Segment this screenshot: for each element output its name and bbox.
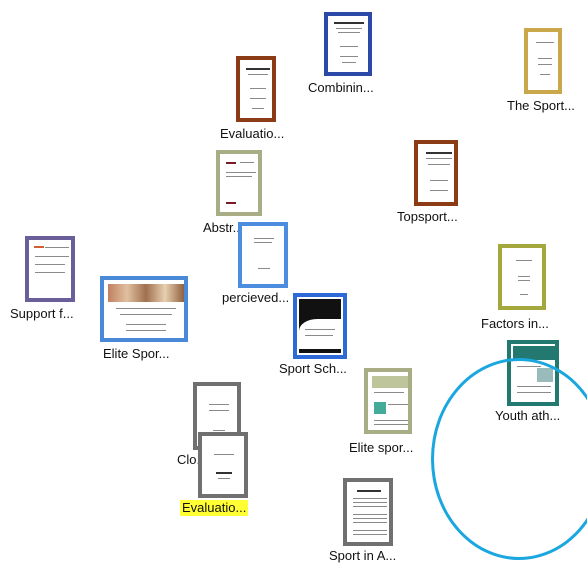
document-label[interactable]: Factors in...: [481, 316, 549, 331]
document-topsport[interactable]: Topsport...: [390, 140, 490, 230]
document-label[interactable]: Sport Sch...: [279, 361, 347, 376]
document-label[interactable]: The Sport...: [507, 98, 575, 113]
document-support[interactable]: Support f...: [8, 236, 88, 326]
document-combining[interactable]: Combinin...: [300, 10, 400, 100]
document-elite-spor-lower[interactable]: Elite spor...: [346, 368, 436, 458]
document-thumbnail[interactable]: [25, 236, 75, 302]
document-thumbnail[interactable]: [343, 478, 393, 546]
document-percieved[interactable]: percieved...: [218, 222, 308, 312]
document-label[interactable]: Elite spor...: [349, 440, 414, 455]
document-thumbnail[interactable]: [364, 368, 412, 434]
document-sport-sch[interactable]: Sport Sch...: [276, 293, 376, 383]
document-sport-in-a[interactable]: Sport in A...: [326, 478, 416, 564]
document-thumbnail[interactable]: [100, 276, 188, 342]
document-elite-sport[interactable]: Elite Spor...: [98, 276, 190, 366]
document-label[interactable]: Abstr...: [203, 220, 244, 235]
document-thumbnail[interactable]: [236, 56, 276, 122]
document-abstract[interactable]: Abstr...: [200, 150, 270, 240]
document-label[interactable]: percieved...: [222, 290, 290, 305]
document-thumbnail[interactable]: [216, 150, 262, 216]
document-thumbnail[interactable]: [293, 293, 347, 359]
document-thumbnail[interactable]: [198, 432, 248, 498]
document-label-selected[interactable]: Evaluatio...: [180, 500, 249, 516]
selection-lasso-circle: [431, 358, 587, 560]
document-label[interactable]: Support f...: [10, 306, 74, 321]
document-label[interactable]: Topsport...: [397, 209, 458, 224]
document-thumbnail[interactable]: [238, 222, 288, 288]
document-thumbnail[interactable]: [498, 244, 546, 310]
document-label[interactable]: Elite Spor...: [103, 346, 170, 361]
document-the-sport[interactable]: The Sport...: [500, 28, 587, 118]
document-evaluation-selected[interactable]: Evaluatio...: [178, 432, 268, 522]
document-thumbnail[interactable]: [324, 12, 372, 76]
document-thumbnail[interactable]: [524, 28, 562, 94]
document-factors[interactable]: Factors in...: [478, 244, 578, 334]
document-thumbnail[interactable]: [414, 140, 458, 206]
document-label[interactable]: Evaluatio...: [220, 126, 285, 141]
document-label[interactable]: Sport in A...: [329, 548, 397, 563]
document-label[interactable]: Combinin...: [308, 80, 374, 95]
document-evaluation-top[interactable]: Evaluatio...: [215, 56, 305, 146]
